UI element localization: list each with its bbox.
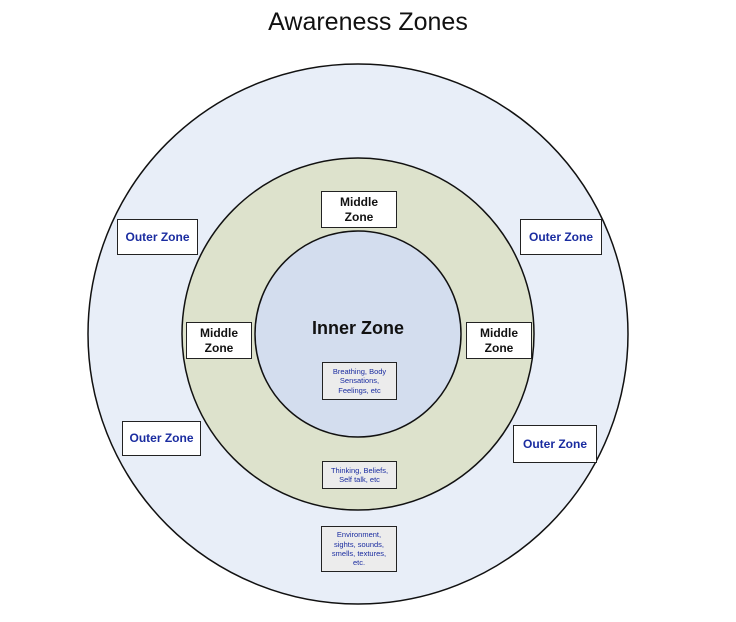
outer-zone-label-bottom-right: Outer Zone <box>513 425 597 463</box>
middle-zone-label-right: Middle Zone <box>466 322 532 359</box>
outer-zone-label-top-right: Outer Zone <box>520 219 602 255</box>
outer-zone-description: Environment, sights, sounds, smells, tex… <box>321 526 397 572</box>
inner-zone-description: Breathing, Body Sensations, Feelings, et… <box>322 362 397 400</box>
inner-zone-title: Inner Zone <box>311 318 404 338</box>
outer-zone-label-bottom-left: Outer Zone <box>122 421 201 456</box>
diagram-title: Awareness Zones <box>268 8 468 36</box>
inner-zone-circle <box>254 230 462 438</box>
middle-zone-description: Thinking, Beliefs, Self talk, etc <box>322 461 397 489</box>
outer-zone-label-top-left: Outer Zone <box>117 219 198 255</box>
middle-zone-label-left: Middle Zone <box>186 322 252 359</box>
middle-zone-label-top: Middle Zone <box>321 191 397 228</box>
